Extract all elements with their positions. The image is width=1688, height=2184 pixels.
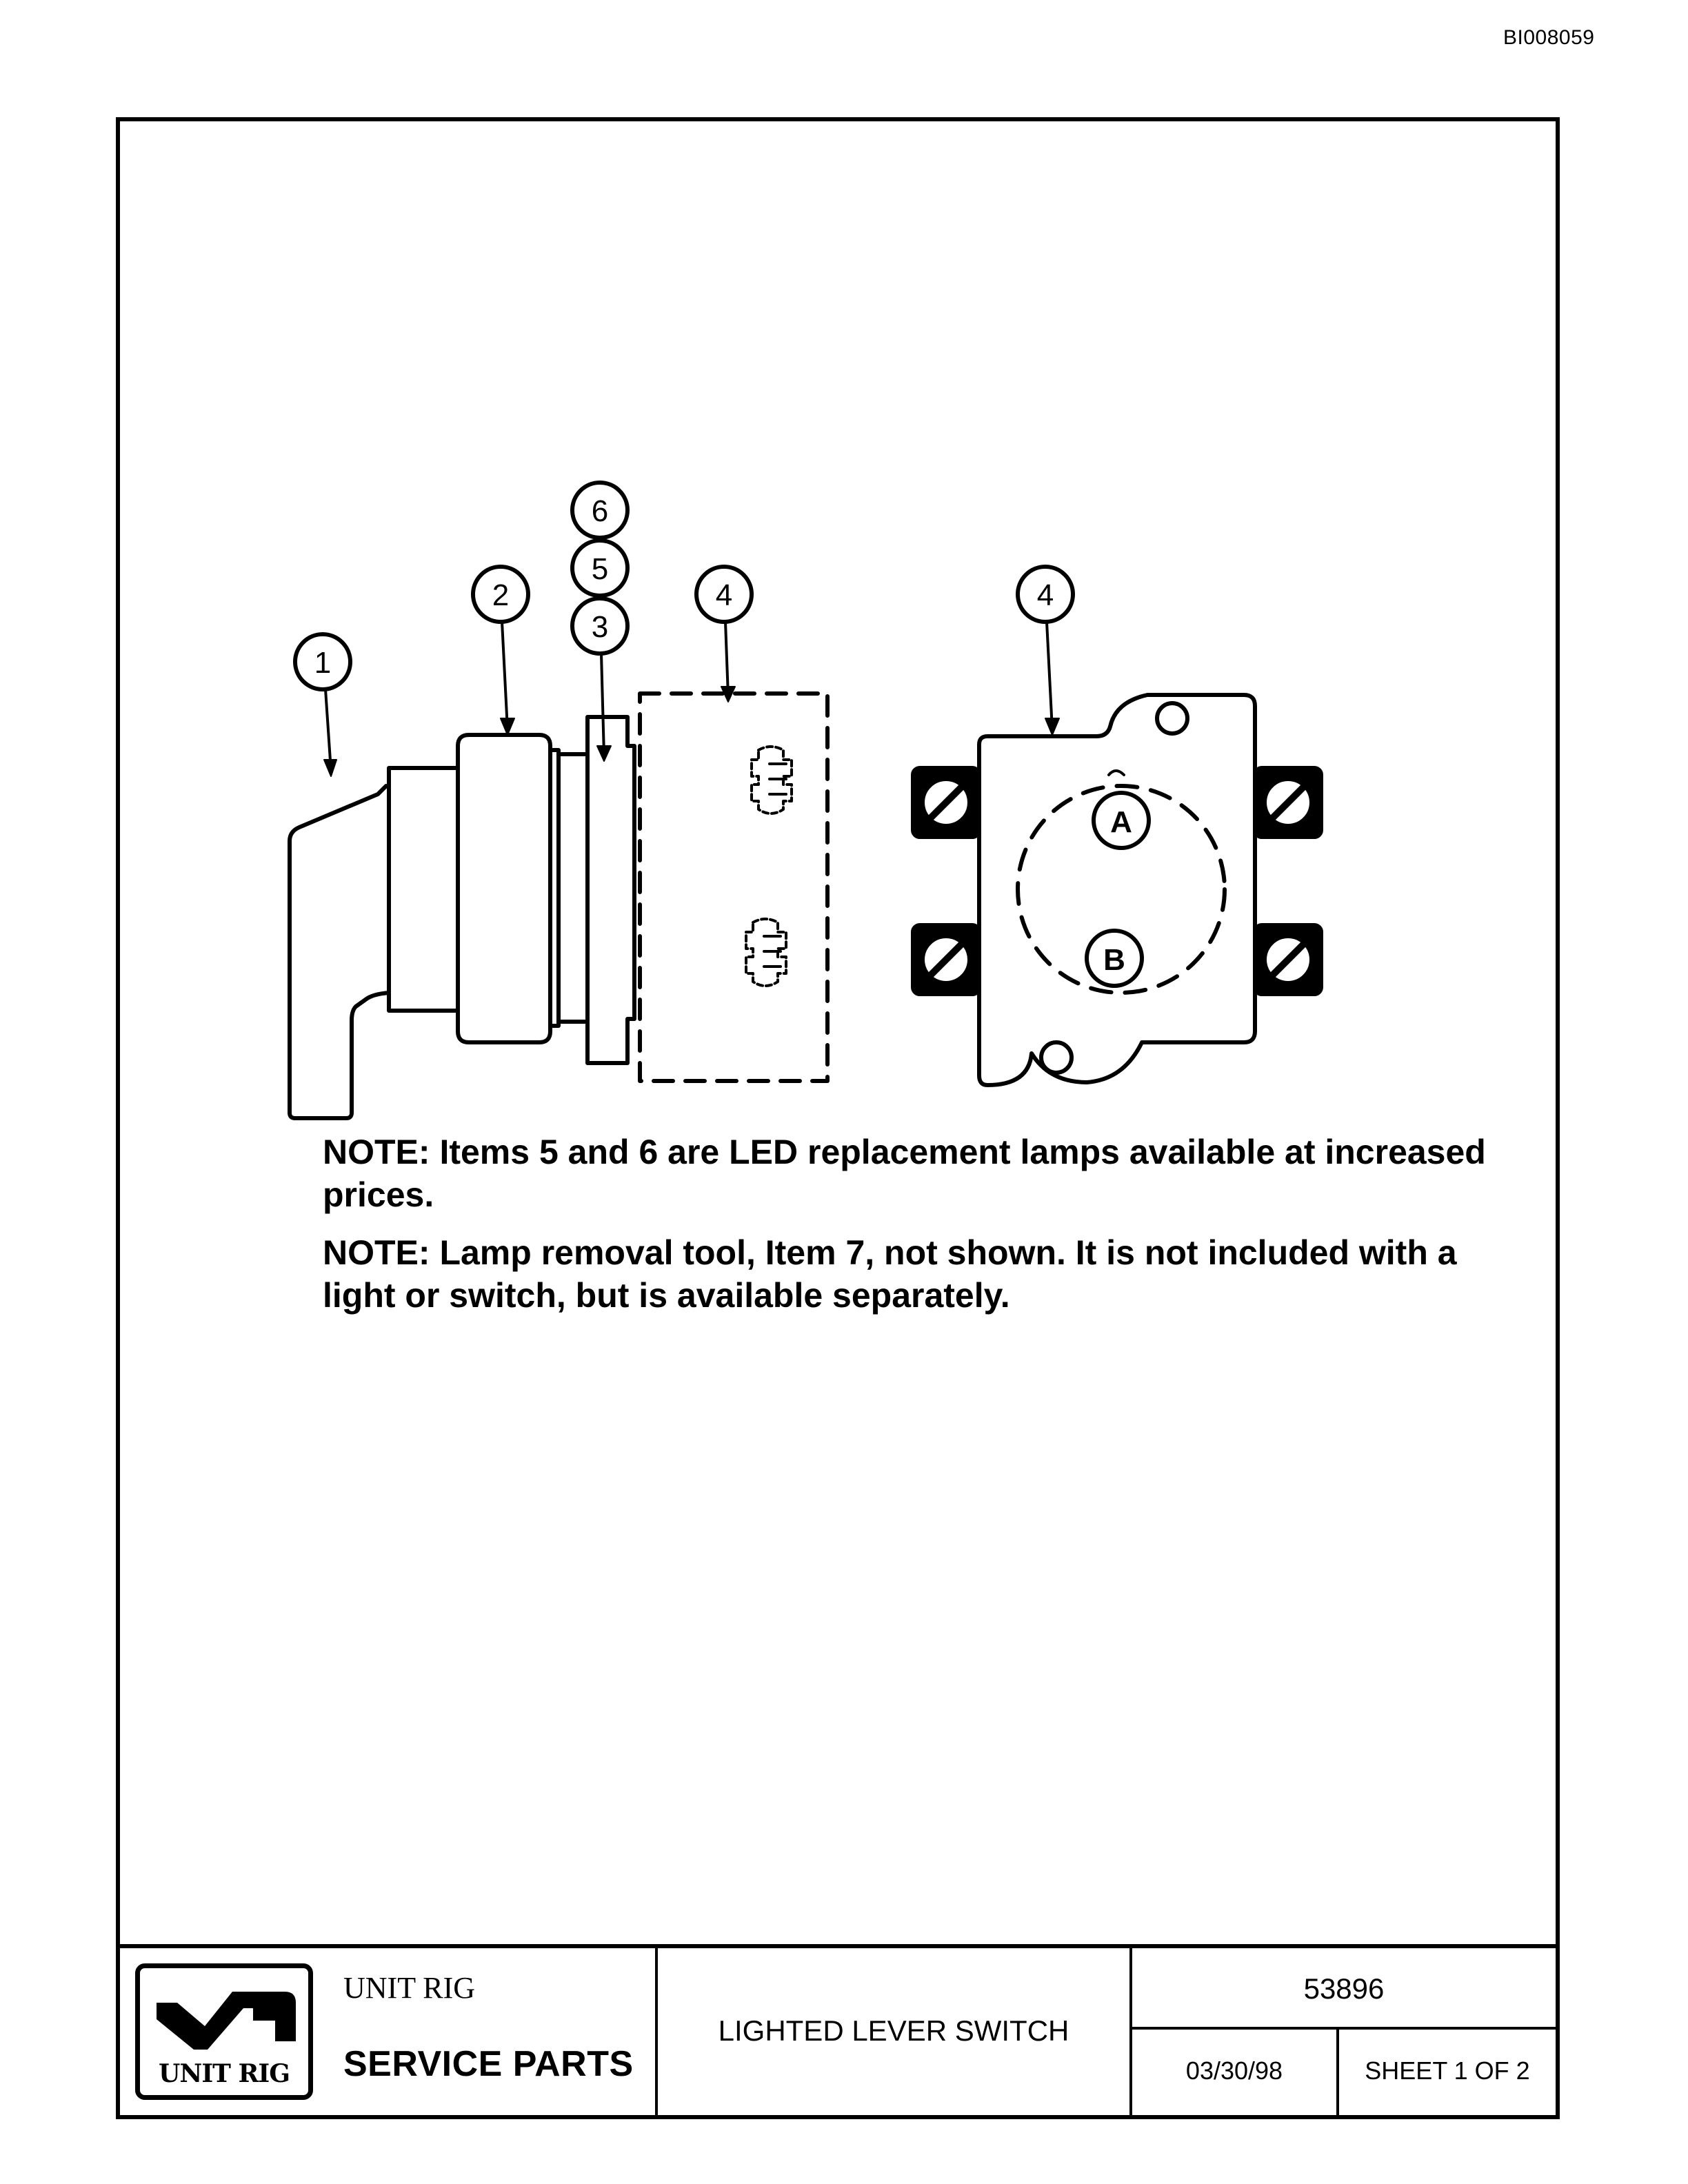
callout-6: 6 [570,481,630,540]
callout-5-label: 5 [592,552,608,586]
sheet-number: SHEET 1 OF 2 [1365,2056,1530,2085]
callout-5: 5 [570,538,630,598]
notes-section: NOTE: Items 5 and 6 are LED replacement … [323,1131,1495,1332]
callout-4-right-label: 4 [1037,578,1054,612]
terminal-b-label: B [1103,943,1125,977]
callout-1-label: 1 [314,646,331,680]
terminal-a: A [1092,791,1151,850]
screw-top-right [1253,766,1323,839]
unit-rig-logo: UNIT RIG [135,1963,313,2100]
switch-diagram: 1 2 6 5 3 4 [262,476,1379,1138]
part-info-cell: 53896 03/30/98 SHEET 1 OF 2 [1132,1948,1556,2115]
lamp-1 [750,745,793,815]
note-1: NOTE: Items 5 and 6 are LED replacement … [323,1131,1495,1216]
switch-body [456,733,590,1044]
lever-handle [288,784,391,1120]
note-2-label: NOTE: [323,1233,430,1272]
drawing-title: LIGHTED LEVER SWITCH [718,2014,1069,2047]
lamp-holder [585,715,636,1065]
terminal-b: B [1085,929,1144,988]
callout-4-left: 4 [694,565,754,702]
screw-top-left [911,766,981,839]
screw-bottom-right [1253,923,1323,996]
note-1-label: NOTE: [323,1133,430,1171]
revision-date: 03/30/98 [1132,2030,1339,2115]
lever-collar [387,766,460,1013]
part-number: 53896 [1132,1948,1556,2030]
callout-4-left-label: 4 [716,578,732,612]
terminal-a-label: A [1110,805,1132,839]
callout-1: 1 [293,632,352,777]
callout-6-label: 6 [592,494,608,528]
company-name: UNIT RIG [343,1971,476,2005]
callout-3-label: 3 [592,610,608,644]
callout-2: 2 [471,565,530,736]
note-2: NOTE: Lamp removal tool, Item 7, not sho… [323,1231,1495,1317]
screw-bottom-left [911,923,981,996]
callout-3: 3 [570,596,630,762]
callout-2-label: 2 [492,578,509,612]
drawing-title-cell: LIGHTED LEVER SWITCH [658,1948,1132,2115]
callout-4-right: 4 [1016,565,1075,736]
unit-rig-logo-mark [157,1992,296,2050]
title-block: UNIT RIG UNIT RIG SERVICE PARTS LIGHTED … [120,1944,1556,2115]
department-name: SERVICE PARTS [343,2044,634,2084]
note-2-text: Lamp removal tool, Item 7, not shown. It… [323,1233,1457,1315]
logo-wordmark: UNIT RIG [159,2059,290,2088]
document-id: BI008059 [1503,26,1595,49]
lamp-block-dashed [638,691,830,1083]
contact-block: A B [911,693,1323,1087]
lamp-2 [745,918,787,987]
drawing-frame [116,117,1560,2119]
company-cell: UNIT RIG SERVICE PARTS [327,1948,658,2115]
note-1-text: Items 5 and 6 are LED replacement lamps … [323,1133,1486,1214]
logo-cell: UNIT RIG [120,1948,327,2115]
